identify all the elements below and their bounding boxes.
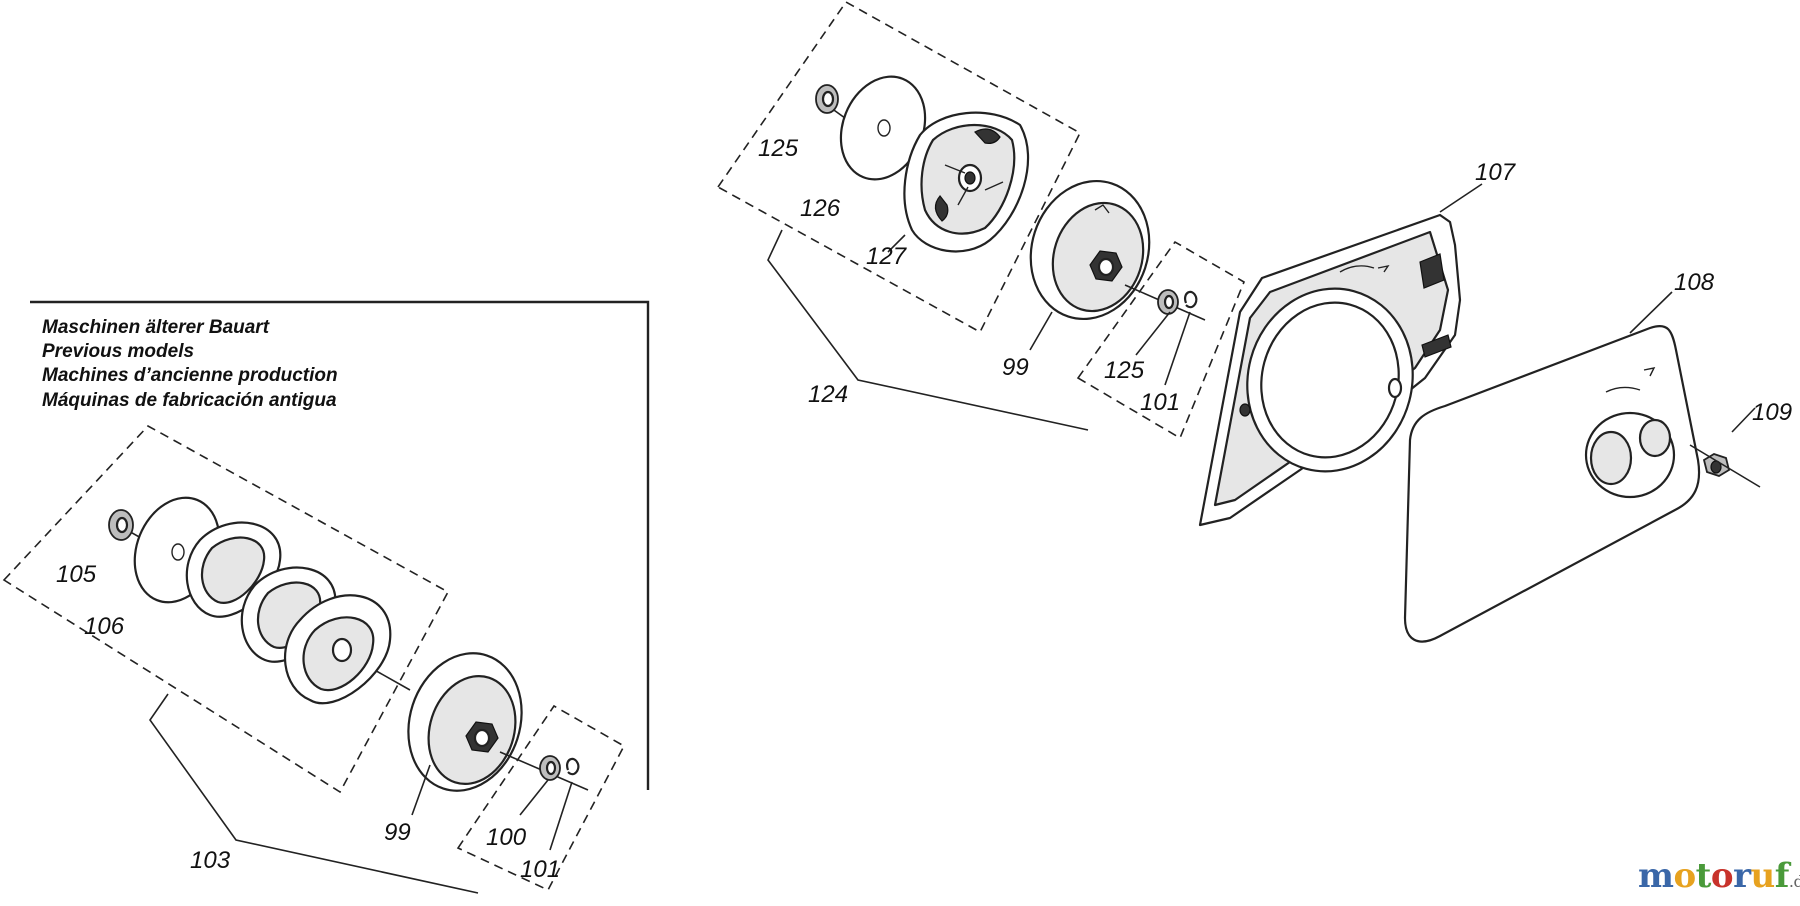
clutch-group-103 bbox=[2, 424, 523, 894]
label-101-top: 101 bbox=[1140, 389, 1180, 416]
wm-letter: u bbox=[1750, 856, 1776, 896]
previous-models-note: Maschinen älterer Bauart Previous models… bbox=[42, 317, 338, 411]
note-line-fr: Machines d’ancienne production bbox=[42, 365, 338, 386]
label-108: 108 bbox=[1674, 269, 1715, 296]
note-line-es: Máquinas de fabricación antigua bbox=[42, 390, 337, 411]
previous-models-frame bbox=[30, 300, 650, 790]
washer-clip-group-top bbox=[1076, 240, 1246, 440]
nut-109 bbox=[1689, 407, 1761, 488]
label-124: 124 bbox=[808, 381, 848, 408]
washer-125-mid bbox=[1157, 289, 1179, 315]
circlip-101-top bbox=[1184, 290, 1198, 309]
label-106: 106 bbox=[84, 613, 125, 640]
label-103: 103 bbox=[190, 847, 231, 874]
bar-plate-107 bbox=[1198, 183, 1483, 527]
label-125-mid: 125 bbox=[1104, 357, 1145, 384]
label-105: 105 bbox=[56, 561, 97, 588]
wm-letter: o bbox=[1673, 856, 1696, 896]
label-126: 126 bbox=[800, 195, 841, 222]
clutch-group-124 bbox=[716, 0, 1151, 431]
washer-105 bbox=[108, 509, 134, 541]
label-127: 127 bbox=[866, 243, 908, 270]
clutch-127 bbox=[903, 111, 1030, 253]
label-99-bottom: 99 bbox=[384, 819, 411, 846]
wm-letter: t bbox=[1695, 856, 1712, 896]
label-109: 109 bbox=[1752, 399, 1792, 426]
clutch-drum-99-bottom bbox=[407, 652, 523, 792]
washer-100 bbox=[539, 755, 561, 781]
washer-125-top bbox=[815, 84, 839, 114]
label-101-bottom: 101 bbox=[520, 856, 560, 883]
label-100: 100 bbox=[486, 824, 527, 851]
wm-letter: m bbox=[1638, 856, 1674, 896]
clutch-drum-99-top bbox=[1029, 179, 1151, 321]
label-107: 107 bbox=[1475, 159, 1517, 186]
note-line-en: Previous models bbox=[42, 341, 194, 362]
wm-letter: f bbox=[1774, 856, 1790, 896]
motoruf-watermark: motoruf.de bbox=[1638, 856, 1800, 896]
label-125-top: 125 bbox=[758, 135, 799, 162]
wm-letter: r bbox=[1733, 856, 1751, 896]
shoe-c bbox=[284, 594, 392, 705]
cover-108 bbox=[1403, 291, 1701, 643]
wm-letter: o bbox=[1710, 856, 1734, 896]
circlip-101-bottom bbox=[566, 757, 580, 776]
label-99-top: 99 bbox=[1002, 354, 1029, 381]
washer-clip-group-bottom bbox=[456, 704, 626, 892]
note-line-de: Maschinen älterer Bauart bbox=[42, 317, 270, 338]
wm-tld: .de bbox=[1788, 872, 1800, 891]
